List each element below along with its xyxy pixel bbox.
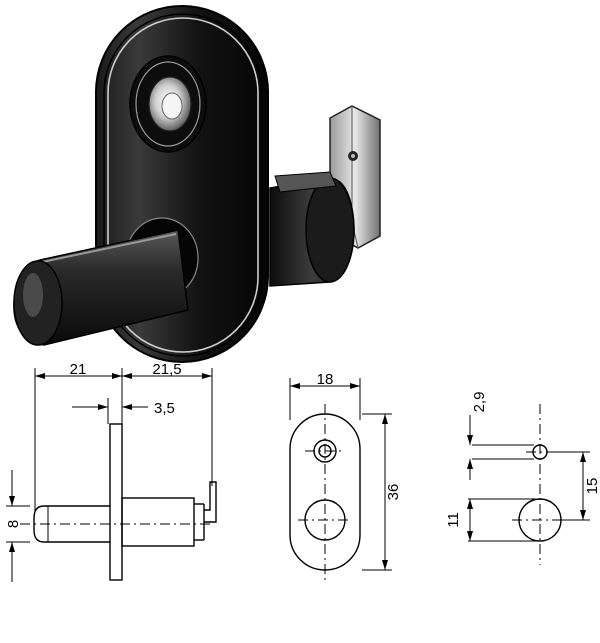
terminal-outline bbox=[204, 481, 217, 523]
dim-label-height: 8 bbox=[5, 520, 22, 528]
dim-label-plunger-length: 21,5 bbox=[152, 361, 181, 378]
flange-outline bbox=[109, 423, 123, 581]
body-outline bbox=[121, 497, 195, 547]
plunger bbox=[13, 229, 189, 346]
dim-label-small-hole: 2,9 bbox=[471, 392, 488, 413]
rear-housing bbox=[269, 171, 355, 287]
product-photo bbox=[13, 5, 381, 363]
front-view-drawing: 18 36 bbox=[289, 371, 402, 580]
cutout-drawing: 2,9 11 15 bbox=[445, 392, 600, 565]
dim-label-flange-thickness: 3,5 bbox=[154, 400, 175, 417]
dim-label-large-hole: 11 bbox=[445, 512, 462, 528]
dim-label-center-distance: 15 bbox=[584, 478, 600, 495]
dim-label-body-length: 21 bbox=[70, 361, 87, 378]
side-view-drawing: 21 21,5 3,5 8 bbox=[5, 361, 217, 582]
dim-label-length: 36 bbox=[385, 484, 402, 501]
dim-label-width: 18 bbox=[317, 371, 334, 388]
mounting-hole bbox=[129, 55, 207, 153]
